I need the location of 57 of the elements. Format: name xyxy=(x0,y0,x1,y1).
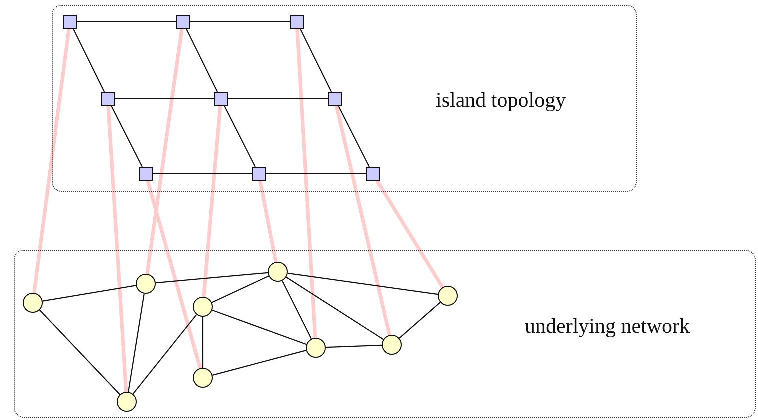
square-node xyxy=(214,92,228,106)
mapping-line xyxy=(106,106,128,392)
square-node xyxy=(139,167,153,181)
circle-node xyxy=(193,368,213,388)
circle-node xyxy=(268,262,288,282)
square-node xyxy=(328,92,342,106)
link-line xyxy=(282,280,312,340)
circle-node xyxy=(306,338,326,358)
group-label: island topology xyxy=(436,88,566,113)
link-line xyxy=(338,106,370,168)
mapping-line xyxy=(146,180,202,369)
link-line xyxy=(42,285,136,302)
link-line xyxy=(300,28,332,92)
link-line xyxy=(286,276,384,340)
circle-node xyxy=(136,274,156,294)
link-line xyxy=(224,106,256,168)
mapping-line xyxy=(32,28,71,294)
link-line xyxy=(156,272,268,284)
link-line xyxy=(39,310,121,396)
link-line xyxy=(186,28,218,92)
circle-node xyxy=(193,297,213,317)
link-line xyxy=(266,173,366,175)
group-frame xyxy=(14,250,756,418)
circle-node xyxy=(382,335,402,355)
circle-node xyxy=(117,392,137,412)
link-line xyxy=(115,98,214,100)
square-node xyxy=(366,167,380,181)
link-line xyxy=(128,294,145,392)
square-node xyxy=(176,15,190,29)
link-line xyxy=(132,314,198,395)
circle-node xyxy=(438,286,458,306)
mapping-line xyxy=(258,180,278,263)
mapping-line xyxy=(296,28,318,338)
group-frame xyxy=(52,5,637,192)
mapping-line xyxy=(334,106,392,336)
link-line xyxy=(228,98,328,100)
link-line xyxy=(399,302,441,339)
link-line xyxy=(326,344,382,348)
mapping-line xyxy=(202,106,222,298)
link-line xyxy=(212,350,306,376)
mapping-line xyxy=(376,180,444,288)
link-line xyxy=(212,310,307,346)
square-node xyxy=(63,15,77,29)
link-line xyxy=(72,28,106,92)
mapping-line xyxy=(146,28,184,274)
link-line xyxy=(77,21,176,23)
link-line xyxy=(190,21,290,23)
square-node xyxy=(290,15,304,29)
link-line xyxy=(153,173,252,175)
link-line xyxy=(111,106,143,168)
square-node xyxy=(252,167,266,181)
group-label: underlying network xyxy=(525,314,690,339)
square-node xyxy=(101,92,115,106)
link-line xyxy=(212,276,270,304)
link-line xyxy=(202,317,204,368)
circle-node xyxy=(23,293,43,313)
link-line xyxy=(288,272,438,296)
